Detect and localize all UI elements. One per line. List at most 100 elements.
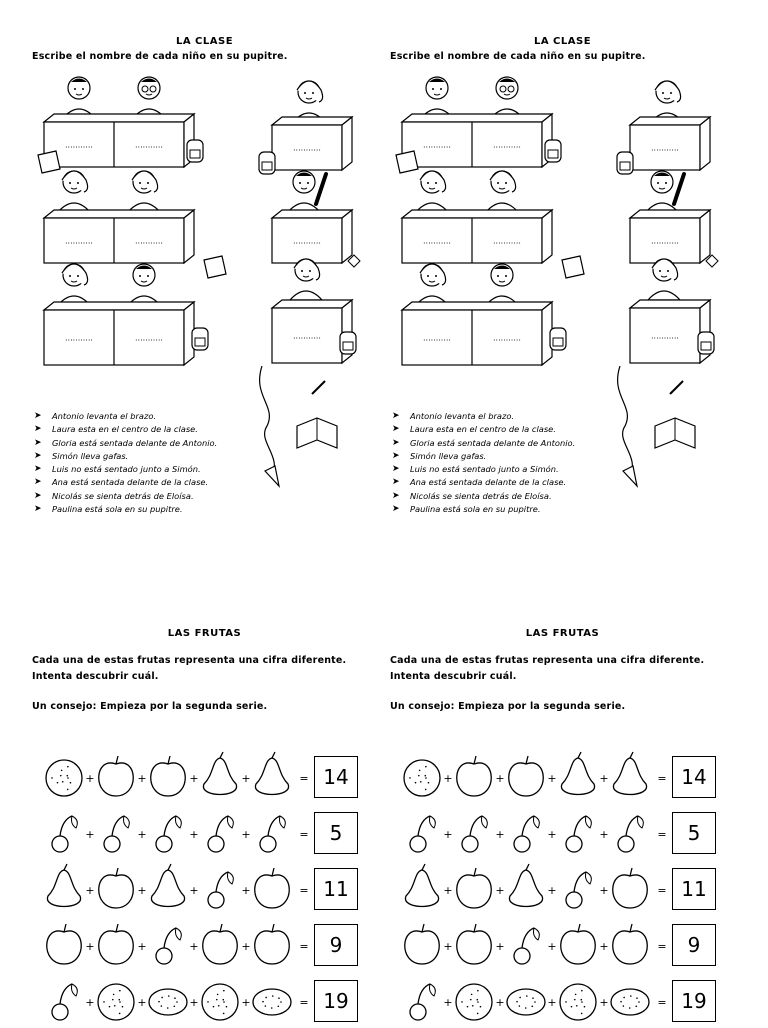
pear-icon <box>47 863 81 908</box>
desk-name-blank[interactable]: ........... <box>651 144 679 153</box>
child-figure-icon <box>489 76 525 119</box>
child-figure-icon <box>131 76 167 119</box>
fruit-row-drawing: ++++= <box>45 751 309 797</box>
cherry-icon <box>513 927 540 965</box>
pear-icon <box>561 751 595 796</box>
equation-result-card: 11 <box>314 868 358 910</box>
plus-sign-icon: + <box>599 940 608 953</box>
frutas-tip: Un consejo: Empieza por la segunda serie… <box>32 701 268 712</box>
child-figure-icon <box>414 263 450 306</box>
desk-name-blank[interactable]: ........... <box>135 334 163 343</box>
school-desk: ........... <box>270 115 354 172</box>
clase-instruction: Escribe el nombre de cada niño en su pup… <box>390 51 646 62</box>
plus-sign-icon: + <box>189 884 198 897</box>
arrow-bullet-icon: ➤ <box>34 490 42 501</box>
desk-name-blank[interactable]: ........... <box>65 141 93 150</box>
school-desk: ........... <box>628 208 712 265</box>
book-and-pencil-icon <box>617 366 696 488</box>
clue-item: ➤Laura esta en el centro de la clase. <box>392 423 652 436</box>
plus-sign-icon: + <box>189 940 198 953</box>
desk-name-blank[interactable]: ........... <box>65 334 93 343</box>
desk-name-blank[interactable]: ........... <box>493 237 521 246</box>
arrow-bullet-icon: ➤ <box>34 477 42 488</box>
plus-sign-icon: + <box>241 828 250 841</box>
desk-name-blank[interactable]: ........... <box>293 144 321 153</box>
plus-sign-icon: + <box>241 772 250 785</box>
desk-name-blank[interactable]: ........... <box>65 237 93 246</box>
child-figure-icon <box>288 258 324 301</box>
pear-icon <box>613 751 647 796</box>
apple-icon <box>202 923 238 965</box>
arrow-bullet-icon: ➤ <box>34 450 42 461</box>
paper-sheet-icon <box>203 255 227 279</box>
backpack-icon <box>258 151 276 175</box>
child-figure-icon <box>61 76 97 119</box>
apple-icon <box>508 755 544 797</box>
fruit-equation-row: ++++=14 <box>42 748 377 804</box>
pear-icon <box>151 863 185 908</box>
plus-sign-icon: + <box>85 884 94 897</box>
apple-icon <box>254 867 290 909</box>
plus-sign-icon: + <box>599 884 608 897</box>
backpack-icon <box>616 151 634 175</box>
clue-list: ➤Antonio levanta el brazo. ➤Laura esta e… <box>34 410 294 516</box>
fruit-row-drawing: ++++= <box>47 863 309 909</box>
desk-name-blank[interactable]: ........... <box>423 334 451 343</box>
plus-sign-icon: + <box>495 996 504 1009</box>
child-figure-icon <box>644 170 686 213</box>
frutas-instruction: Cada una de estas frutas representa una … <box>32 653 377 685</box>
desk-name-blank[interactable]: ........... <box>293 237 321 246</box>
desk-name-blank[interactable]: ........... <box>423 237 451 246</box>
paper-sheet-icon <box>561 255 585 279</box>
clue-item: ➤Simón lleva gafas. <box>34 450 294 463</box>
child-figure-icon <box>484 263 520 306</box>
cherry-icon <box>51 983 78 1021</box>
clue-item: ➤Gloria está sentada delante de Antonio. <box>34 437 294 450</box>
fruit-equation-row: ++++=19 <box>42 972 377 1028</box>
desk-name-blank[interactable]: ........... <box>293 332 321 341</box>
desk-name-blank[interactable]: ........... <box>493 141 521 150</box>
equals-sign-icon: = <box>657 940 666 953</box>
desk-name-blank[interactable]: ........... <box>651 332 679 341</box>
desk-name-blank[interactable]: ........... <box>493 334 521 343</box>
crumpled-paper-icon <box>347 254 361 268</box>
plus-sign-icon: + <box>547 996 556 1009</box>
backpack-icon <box>191 327 209 351</box>
equals-sign-icon: = <box>299 996 308 1009</box>
orange-icon <box>201 983 239 1021</box>
paper-sheet-icon <box>37 150 61 174</box>
apple-icon <box>98 755 134 797</box>
school-desk: ...................... <box>400 208 554 265</box>
arrow-bullet-icon: ➤ <box>392 411 400 421</box>
plus-sign-icon: + <box>189 772 198 785</box>
frutas-instruction-line2: Intenta descubrir cuál. <box>390 671 517 682</box>
cherry-icon <box>513 815 540 853</box>
desk-name-blank[interactable]: ........... <box>135 141 163 150</box>
cherry-icon <box>259 815 286 853</box>
desk-name-blank[interactable]: ........... <box>423 141 451 150</box>
desk-name-blank[interactable]: ........... <box>651 237 679 246</box>
frutas-instruction: Cada una de estas frutas representa una … <box>390 653 735 685</box>
school-desk: ...................... <box>42 300 196 367</box>
fruit-row-drawing: ++++= <box>405 863 667 909</box>
apple-icon <box>612 923 648 965</box>
pear-icon <box>509 863 543 908</box>
arrow-bullet-icon: ➤ <box>392 490 400 501</box>
equals-sign-icon: = <box>657 772 666 785</box>
plus-sign-icon: + <box>241 940 250 953</box>
arrow-bullet-icon: ➤ <box>34 411 42 421</box>
clue-item: ➤Antonio levanta el brazo. <box>392 410 652 423</box>
fruit-equation-row: ++++=11 <box>400 860 735 916</box>
equation-result-card: 11 <box>672 868 716 910</box>
arrow-bullet-icon: ➤ <box>34 464 42 475</box>
apple-icon <box>560 923 596 965</box>
fruit-equation-row: ++++=5 <box>42 804 377 860</box>
plus-sign-icon: + <box>495 940 504 953</box>
frutas-tip: Un consejo: Empieza por la segunda serie… <box>390 701 626 712</box>
plus-sign-icon: + <box>443 940 452 953</box>
orange-icon <box>455 983 493 1021</box>
equation-result-card: 5 <box>672 812 716 854</box>
clue-item: ➤Laura esta en el centro de la clase. <box>34 423 294 436</box>
desk-name-blank[interactable]: ........... <box>135 237 163 246</box>
clue-list: ➤Antonio levanta el brazo. ➤Laura esta e… <box>392 410 652 516</box>
